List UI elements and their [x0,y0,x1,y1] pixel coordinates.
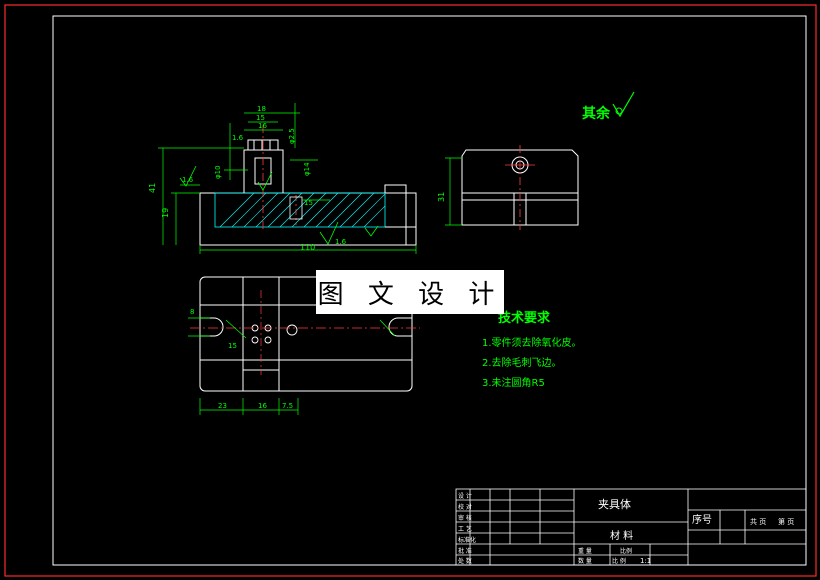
dim-plan-1: 23 [218,402,227,410]
drawing-frame [52,15,807,566]
material-label: 材 料 [610,529,633,542]
dim-depth: 15 [304,199,313,207]
tech-req-title: 技术要求 [498,310,551,326]
dim-plan-4: 8 [190,308,194,316]
tech-requirements: 技术要求 1.零件须去除氧化皮。 2.去除毛刺飞边。 3.未注圆角R5 [482,310,582,389]
sheet-label-2: 第 页 [778,517,794,526]
tech-req-item-3: 3.未注圆角R5 [482,376,545,389]
dim-side-height: 31 [437,192,446,202]
dim-front-width: 110 [300,243,315,252]
roughness-check-icon [612,91,635,118]
roughness-symbols [179,165,379,245]
plan-dim-lines [188,317,396,415]
dim-top-1: 16 [258,122,267,130]
tech-req-item-2: 2.去除毛刺飞边。 [482,356,562,369]
side-dim-lines [445,157,462,226]
bottom-2: 比 例 [612,557,626,565]
sheet-label: 共 页 [750,517,766,526]
front-view: 110 41 19 16 15 18 1.6 φ10 φ14 15 φ2.5 1… [148,103,417,254]
weight-label: 重 量 [578,547,592,555]
tech-req-item-1: 1.零件须去除氧化皮。 [482,336,582,349]
dim-top-2: 15 [256,114,265,122]
hatch-lines [219,192,386,228]
side-view: 31 [437,145,579,230]
dim-side-1: 1.6 [182,176,194,184]
scale-label: 比例 [620,547,632,555]
dim-roughness-2: 1.6 [232,134,244,142]
tb-row-3: 审 核 [458,514,472,522]
bottom-3: 1:1 [640,557,651,565]
tb-row-4: 工 艺 [458,525,472,533]
surface-note-text: 其余 [582,105,611,122]
seq-label: 序号 [692,513,712,526]
dim-roughness-1: 1.6 [335,238,347,246]
dim-hole-dia-2: φ14 [303,162,311,176]
watermark-banner: 图 文 设 计 [316,270,504,314]
tb-row-1: 设 计 [458,492,472,500]
dim-plan-5: 15 [228,342,237,350]
dim-plan-2: 16 [258,402,267,410]
dim-thread: φ2.5 [288,128,296,144]
dim-hole-dia-1: φ10 [214,165,222,179]
tb-row-7: 处 数 [458,557,472,565]
tb-row-5: 标准化 [458,536,476,544]
bottom-1: 数 量 [578,557,592,565]
part-name: 夹具体 [598,497,631,511]
front-dim-lines [158,103,417,254]
surface-note: 其余 [582,91,635,122]
dim-plan-3: 7.5 [282,402,293,410]
dim-base-height: 19 [161,208,170,218]
tb-row-2: 校 对 [458,503,472,511]
hatched-section [214,192,386,228]
title-block-text: 夹具体 材 料 序号 共 页 第 页 设 计 校 对 审 核 工 艺 标准化 批… [458,492,794,565]
sheet-border [4,4,817,577]
dim-top-3: 18 [257,105,266,113]
title-block [455,488,807,566]
tb-row-6: 批 准 [458,547,472,555]
plan-view: 23 16 7.5 8 15 [188,276,420,415]
dim-front-height: 41 [148,183,157,193]
